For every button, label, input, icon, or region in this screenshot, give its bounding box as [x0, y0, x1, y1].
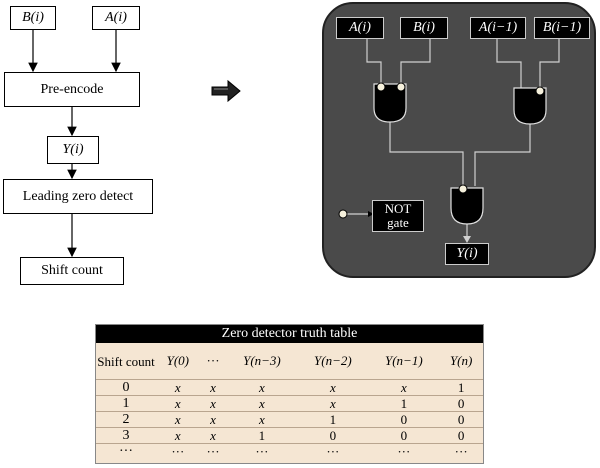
panel-output-y-label: Y(i)	[456, 246, 478, 261]
table-cell: ···	[368, 443, 440, 459]
panel-input-a-prev: A(i−1)	[470, 17, 526, 39]
input-b-box: B(i)	[10, 6, 56, 30]
table-cell: x	[156, 395, 200, 412]
header-ellipsis: ···	[206, 353, 220, 368]
truth-table-title: Zero detector truth table	[96, 325, 483, 343]
shift-count-cell: 1	[96, 395, 156, 412]
not-gate-legend-line2: gate	[387, 215, 409, 230]
table-cell: x	[368, 379, 440, 396]
not-gate-legend-line1: NOT	[384, 201, 412, 216]
table-cell: 0	[297, 427, 369, 444]
table-cell: x	[297, 395, 369, 412]
table-cell: ···	[297, 443, 369, 459]
table-cell: ···	[199, 443, 227, 459]
table-cell: 1	[297, 411, 369, 428]
shift-count-box: Shift count	[20, 257, 124, 285]
header-y0: Y(0)	[166, 353, 189, 368]
table-cell: ···	[156, 443, 200, 459]
table-cell: x	[199, 427, 227, 444]
shift-count-cell: 2	[96, 411, 156, 428]
table-cell: 1	[368, 395, 440, 412]
table-cell: x	[226, 395, 298, 412]
table-cell: 0	[439, 395, 483, 412]
shift-count-cell: 3	[96, 427, 156, 444]
truth-table-header-row: Shift count Y(0) ··· Y(n−3) Y(n−2) Y(n−1…	[96, 343, 483, 380]
header-y-n-2: Y(n−2)	[314, 353, 352, 368]
y-output-box: Y(i)	[47, 136, 99, 164]
table-row: ·····················	[96, 443, 483, 459]
not-gate-legend: NOT gate	[372, 200, 424, 232]
input-b-label: B(i)	[22, 10, 44, 25]
shift-count-cell: ···	[96, 443, 156, 459]
truth-table: Zero detector truth table Shift count Y(…	[95, 324, 484, 464]
table-cell: x	[199, 379, 227, 396]
table-cell: 0	[439, 427, 483, 444]
header-y-n-3: Y(n−3)	[243, 353, 281, 368]
pre-encode-box: Pre-encode	[4, 72, 140, 107]
gate-left-icon	[373, 82, 407, 123]
gate-right-icon	[513, 86, 547, 125]
panel-input-b-prev: B(i−1)	[534, 17, 590, 39]
panel-input-a-i: A(i)	[336, 17, 384, 39]
input-a-box: A(i)	[92, 6, 140, 30]
logic-panel-background	[322, 2, 596, 278]
table-cell: x	[156, 379, 200, 396]
panel-output-y: Y(i)	[445, 243, 489, 265]
table-cell: x	[199, 395, 227, 412]
y-output-label: Y(i)	[62, 142, 84, 157]
transition-arrow-icon	[211, 79, 241, 103]
table-cell: 0	[368, 427, 440, 444]
table-cell: 0	[368, 411, 440, 428]
table-cell: x	[226, 411, 298, 428]
table-cell: x	[297, 379, 369, 396]
logic-wires	[343, 38, 560, 242]
table-cell: x	[156, 411, 200, 428]
leading-zero-detect-box: Leading zero detect	[3, 179, 153, 214]
pre-encode-label: Pre-encode	[40, 81, 104, 97]
leading-zero-detect-label: Leading zero detect	[22, 188, 134, 204]
panel-input-a-prev-label: A(i−1)	[478, 20, 518, 35]
legend-arrow-icon	[368, 211, 374, 217]
panel-input-b-prev-label: B(i−1)	[542, 20, 582, 35]
shift-count-cell: 0	[96, 379, 156, 396]
table-cell: x	[199, 411, 227, 428]
table-cell: x	[156, 427, 200, 444]
shift-count-label: Shift count	[41, 263, 103, 278]
truth-table-grid: Shift count Y(0) ··· Y(n−3) Y(n−2) Y(n−1…	[96, 343, 483, 459]
table-cell: 1	[226, 427, 298, 444]
output-arrow-icon	[463, 236, 471, 243]
table-cell: x	[226, 379, 298, 396]
header-y-n: Y(n)	[449, 353, 473, 368]
table-cell: ···	[439, 443, 483, 459]
header-y-n-1: Y(n−1)	[385, 353, 423, 368]
gate-output-icon	[450, 184, 484, 225]
input-a-label: A(i)	[105, 10, 127, 25]
table-cell: ···	[226, 443, 298, 459]
panel-input-b-i: B(i)	[400, 17, 448, 39]
table-cell: 1	[439, 379, 483, 396]
header-shift-count: Shift count	[97, 353, 155, 369]
not-gate-legend-bubble-icon	[338, 209, 348, 219]
panel-input-b-i-label: B(i)	[413, 20, 435, 35]
table-cell: 0	[439, 411, 483, 428]
panel-input-a-i-label: A(i)	[349, 20, 371, 35]
